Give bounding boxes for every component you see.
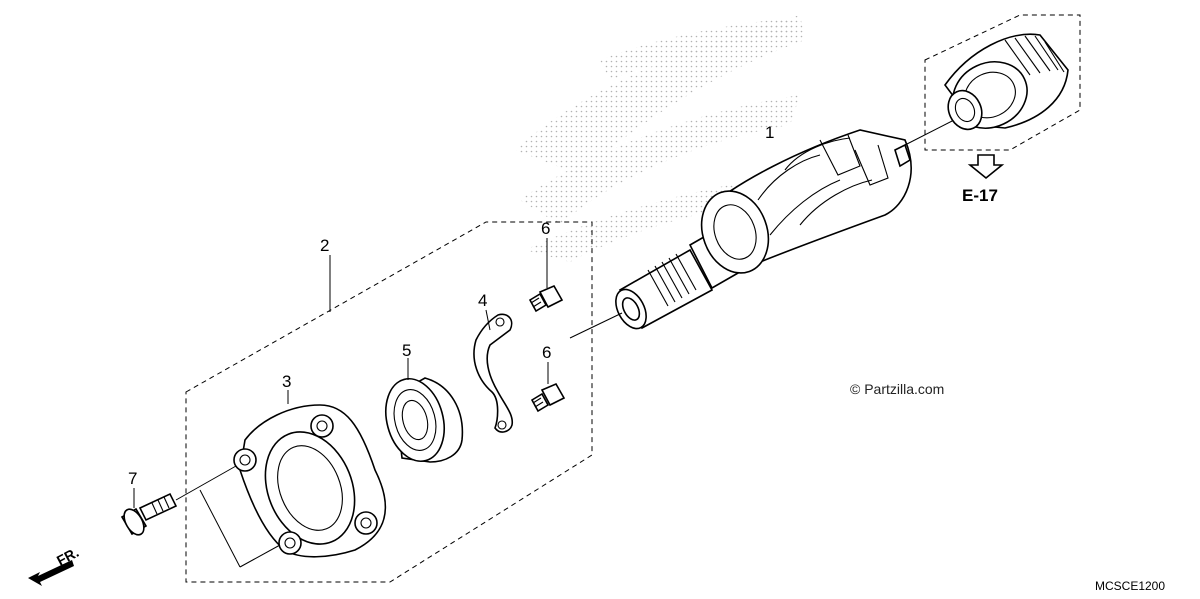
callout-2[interactable]: 2 (320, 236, 329, 255)
callout-3[interactable]: 3 (282, 372, 291, 391)
flange-bolt-part-7[interactable] (120, 492, 178, 538)
front-label: FR. (54, 544, 81, 569)
bolt-part-6-upper[interactable] (528, 284, 564, 313)
reference-label: E-17 (962, 186, 998, 205)
callout-6-lower[interactable]: 6 (542, 343, 551, 362)
bolt-part-6-lower[interactable] (530, 382, 566, 413)
shift-drum-part-1[interactable] (610, 129, 912, 334)
bearing-part-5[interactable] (377, 372, 464, 468)
front-arrow-icon (28, 560, 74, 586)
assembly-box-part-2[interactable] (185, 221, 593, 583)
callout-6-upper[interactable]: 6 (541, 219, 550, 238)
callout-4[interactable]: 4 (478, 291, 487, 310)
bearing-holder-part-3[interactable] (233, 404, 387, 558)
watermark-logo (515, 15, 805, 262)
front-direction-indicator: FR. (28, 544, 81, 586)
callout-1[interactable]: 1 (765, 123, 774, 142)
callout-numbers: 1 2 3 4 5 6 6 7 (128, 123, 774, 488)
diagram-code: MCSCE1200 (1095, 579, 1165, 593)
gear-part (944, 33, 1069, 131)
callout-7[interactable]: 7 (128, 469, 137, 488)
gear-reference-box[interactable]: E-17 (924, 14, 1081, 205)
reference-arrow-icon (967, 154, 1005, 180)
leader-lines (133, 238, 549, 568)
callout-5[interactable]: 5 (402, 341, 411, 360)
copyright-text: © Partzilla.com (850, 381, 944, 397)
stopper-plate-part-4[interactable] (473, 313, 514, 433)
